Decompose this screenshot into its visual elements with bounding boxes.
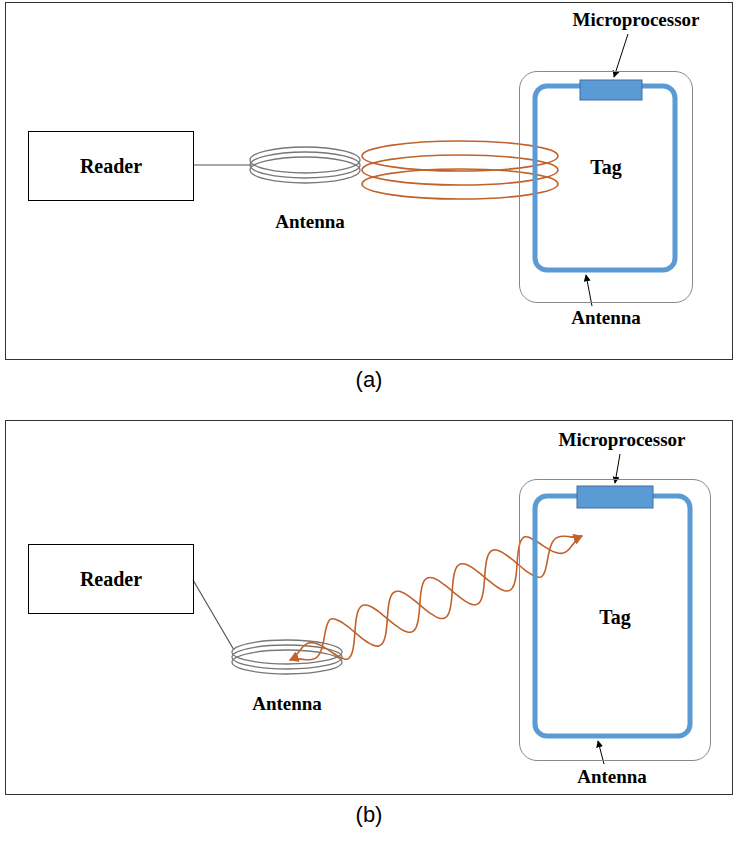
antenna-label: Antenna — [571, 307, 641, 329]
tag-card: Tag — [519, 479, 711, 761]
radio-waves — [290, 536, 582, 660]
antenna-label: Antenna — [252, 693, 322, 715]
panel-a-figure — [193, 34, 675, 306]
reader-wire — [193, 164, 252, 165]
reader-antenna-coil — [232, 640, 342, 674]
panel-frame: (a)ReaderTag — [5, 2, 733, 360]
tag-antenna-loop — [535, 496, 690, 736]
reader-label: Reader — [80, 568, 142, 591]
part-label: Microprocessor — [573, 9, 700, 31]
part-label: Microprocessor — [559, 429, 686, 451]
reader-box: Reader — [28, 544, 194, 614]
antenna-label: Antenna — [275, 211, 345, 233]
reader-wire — [193, 580, 234, 650]
reader-box: Reader — [28, 131, 194, 201]
tag-label: Tag — [599, 606, 631, 629]
tag-antenna-loop — [535, 86, 675, 270]
panel-frame: (b)ReaderTag — [5, 420, 733, 795]
panel-b-figure — [193, 454, 690, 764]
radio-wave — [290, 536, 582, 660]
microprocessor-chip — [580, 80, 642, 100]
reader-label: Reader — [80, 155, 142, 178]
reader-antenna-coil — [250, 147, 360, 183]
antenna-label: Antenna — [577, 766, 647, 788]
panel-caption: (b) — [356, 802, 383, 828]
panel-caption: (a) — [356, 367, 383, 393]
radio-wave — [290, 536, 582, 660]
magnetic-field-lines — [362, 141, 558, 199]
microprocessor-chip — [577, 486, 653, 508]
tag-card: Tag — [519, 71, 693, 303]
leader-line — [586, 275, 592, 306]
tag-label: Tag — [590, 156, 622, 179]
